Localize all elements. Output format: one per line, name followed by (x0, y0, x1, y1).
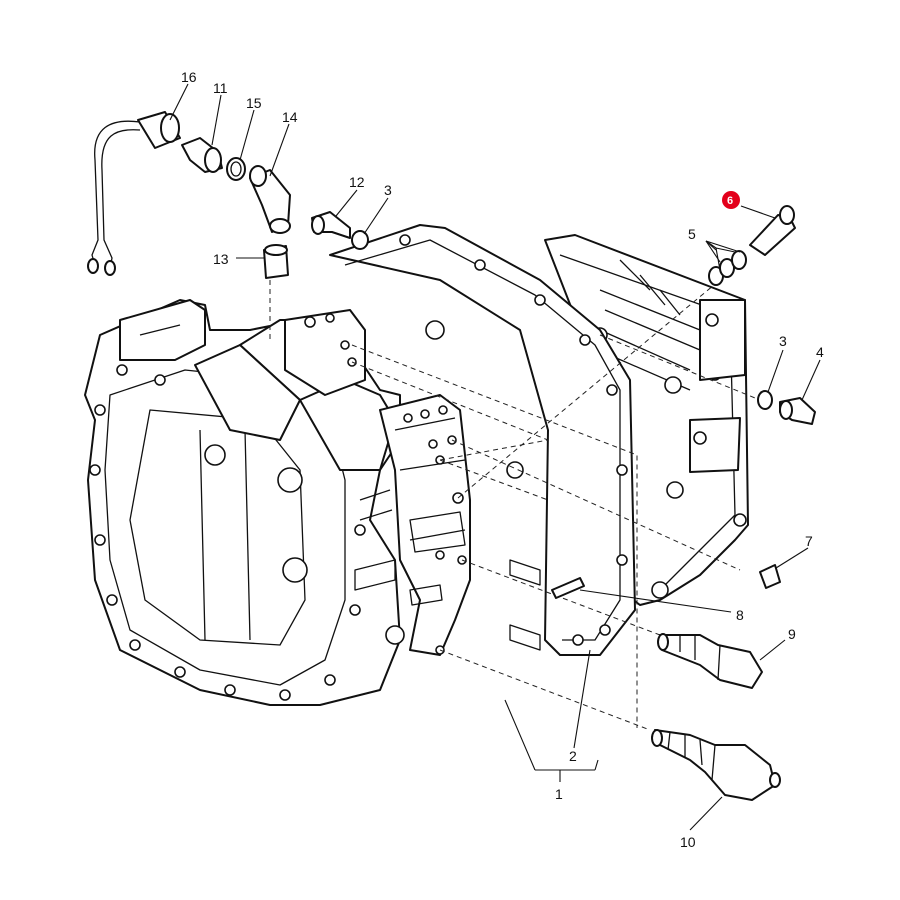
elbow-fitting-14 (249, 165, 291, 234)
callout-10: 10 (680, 834, 696, 850)
valve-block (284, 309, 471, 656)
callout-3-top: 3 (384, 182, 392, 198)
seal-ring-15 (226, 157, 246, 181)
callout-1: 1 (555, 786, 563, 802)
callout-9: 9 (788, 626, 796, 642)
sensor-connector-16 (87, 111, 181, 276)
adapter-11 (181, 137, 223, 173)
callout-4: 4 (816, 344, 824, 360)
callout-11: 11 (213, 80, 228, 96)
plug-7 (759, 564, 781, 589)
seal-rings-5 (708, 250, 747, 286)
plug-12 (311, 211, 351, 239)
callout-6-highlight (722, 191, 740, 209)
callout-16: 16 (181, 69, 197, 85)
callout-5: 5 (688, 226, 696, 242)
leader-lines (169, 83, 821, 831)
callout-6: 6 (727, 195, 733, 207)
middle-housing (329, 224, 636, 656)
solenoid-valve-10 (651, 729, 781, 801)
seal-ring-3-right (757, 390, 773, 410)
callout-2: 2 (569, 748, 577, 764)
callout-14: 14 (282, 109, 298, 125)
callouts: 16 11 15 14 12 3 13 6 5 3 4 7 8 9 2 1 10 (181, 69, 824, 850)
guide-lines (269, 279, 761, 731)
dowel-pin-8 (551, 577, 585, 599)
plug-6 (749, 205, 796, 256)
pressure-valve-9 (657, 633, 763, 689)
callout-15: 15 (246, 95, 262, 111)
callout-13: 13 (213, 251, 229, 267)
plug-4 (779, 397, 816, 425)
callout-3-right: 3 (779, 333, 787, 349)
callout-12: 12 (349, 174, 365, 190)
nut-13 (263, 244, 289, 279)
callout-8: 8 (736, 607, 744, 623)
seal-ring-3-top (351, 230, 369, 250)
seal-ring-15-inner (230, 161, 242, 177)
callout-7: 7 (805, 533, 813, 549)
